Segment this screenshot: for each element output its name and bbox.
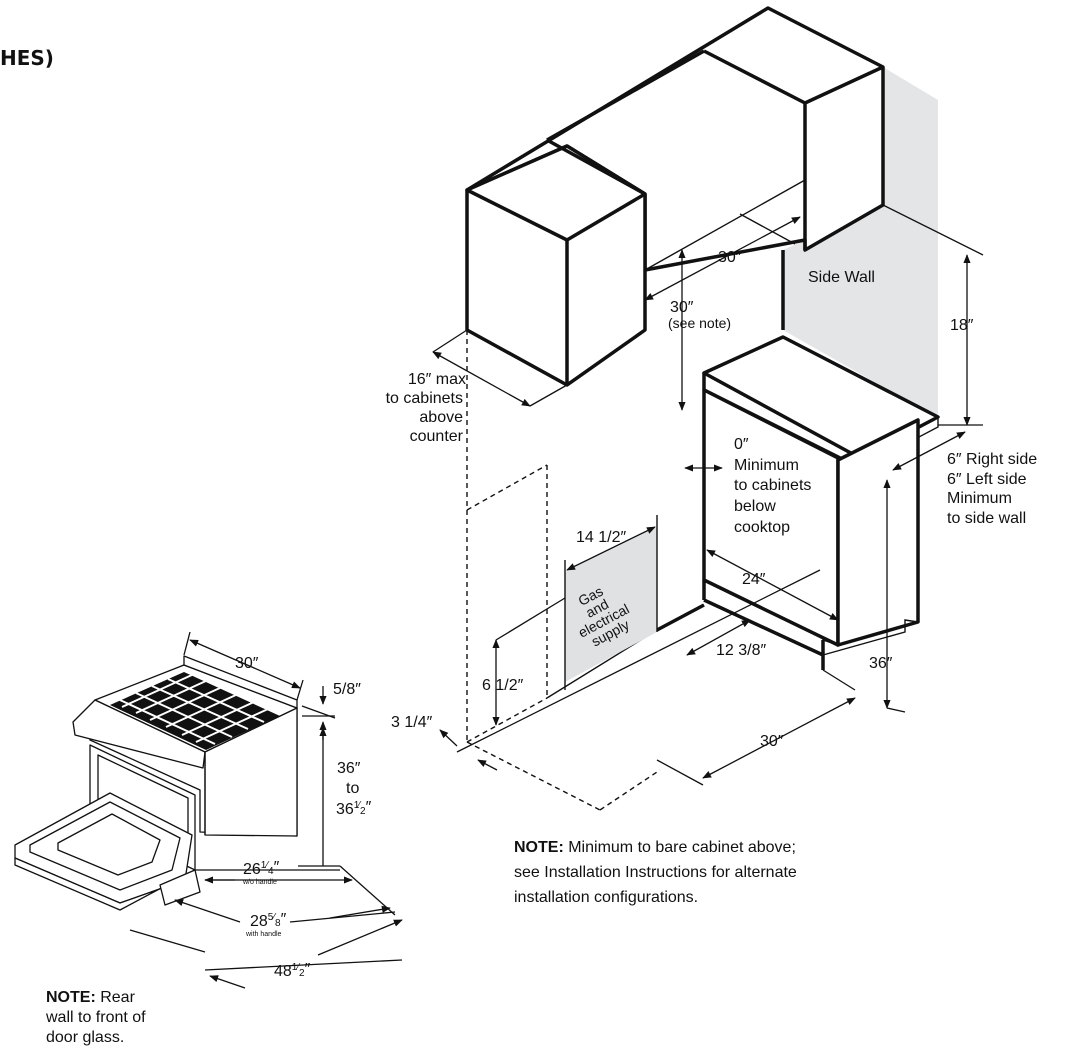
- svg-text:to side wall: to side wall: [947, 510, 1026, 527]
- svg-text:above: above: [419, 409, 463, 426]
- cooktop-gap: 5/8″: [333, 681, 361, 698]
- dim-12-38: 12 3/8″: [716, 642, 766, 659]
- svg-text:16″ max: 16″ max: [408, 371, 466, 388]
- svg-text:w/o handle: w/o handle: [242, 879, 277, 886]
- range-note: NOTE: Rear wall to front of door glass.: [45, 989, 146, 1046]
- cooktop-grates: [110, 672, 280, 750]
- svg-text:to: to: [346, 780, 359, 797]
- svg-text:with handle: with handle: [245, 931, 282, 938]
- svg-text:below: below: [734, 498, 776, 515]
- dim-14-half: 14 1/2″: [576, 529, 626, 546]
- svg-text:0″: 0″: [734, 436, 749, 453]
- dim-30-clearance: 30″: [670, 299, 694, 316]
- svg-text:counter: counter: [410, 428, 464, 445]
- installation-drawing: Side Wall 30″ 30″ (see note) 18″ 16″ max…: [386, 6, 1037, 906]
- svg-text:Minimum: Minimum: [734, 457, 799, 474]
- upper-cabinets: [465, 6, 885, 387]
- svg-text:Minimum: Minimum: [947, 490, 1012, 507]
- dim-36: 36″: [869, 655, 893, 672]
- range-width: 30″: [235, 655, 259, 672]
- range-drawing: 30″ 5/8″ 36″ to 361⁄2″ 261⁄4″ w/o handle…: [14, 631, 403, 1046]
- see-note: (see note): [668, 315, 731, 331]
- depth-with-handle: 285⁄8″ with handle: [245, 911, 287, 938]
- depth-without-handle: 261⁄4″ w/o handle: [242, 859, 280, 886]
- svg-text:to cabinets: to cabinets: [386, 390, 463, 407]
- title-fragment: HES): [0, 46, 54, 70]
- svg-text:NOTE: Minimum to bare cabinet: NOTE: Minimum to bare cabinet above;: [514, 839, 796, 856]
- installation-note: NOTE: Minimum to bare cabinet above; see…: [514, 839, 797, 906]
- svg-text:6″ Left side: 6″ Left side: [947, 471, 1027, 488]
- side-wall-note: 6″ Right side 6″ Left side Minimum to si…: [947, 451, 1037, 527]
- range-height: 36″ to 361⁄2″: [336, 760, 372, 818]
- supply-zone-frame: [564, 515, 658, 690]
- cabinet-depth-note: 16″ max to cabinets above counter: [386, 371, 466, 445]
- svg-text:installation configurations.: installation configurations.: [514, 889, 698, 906]
- zero-clearance-note: 0″ Minimum to cabinets below cooktop: [734, 436, 811, 536]
- svg-text:285⁄8″: 285⁄8″: [250, 911, 287, 930]
- dim-24: 24″: [742, 571, 766, 588]
- svg-text:to cabinets: to cabinets: [734, 477, 811, 494]
- range-dimension-lines: [129, 631, 403, 989]
- svg-text:361⁄2″: 361⁄2″: [336, 799, 372, 818]
- depth-door-open: 481⁄2″: [274, 961, 311, 980]
- dim-30-upper: 30″: [718, 249, 742, 266]
- svg-text:door glass.: door glass.: [46, 1029, 124, 1046]
- dim-3-14: 3 1/4″: [391, 714, 433, 731]
- side-wall: [783, 67, 938, 418]
- svg-text:wall to front of: wall to front of: [45, 1009, 146, 1026]
- svg-text:481⁄2″: 481⁄2″: [274, 961, 311, 980]
- dim-30-lower: 30″: [760, 733, 784, 750]
- dim-6-half: 6 1/2″: [482, 677, 524, 694]
- svg-text:cooktop: cooktop: [734, 519, 790, 536]
- side-wall-label: Side Wall: [808, 269, 875, 286]
- svg-text:NOTE: Rear: NOTE: Rear: [46, 989, 136, 1006]
- dimension-lines: [432, 204, 984, 786]
- svg-text:6″ Right side: 6″ Right side: [947, 451, 1037, 468]
- svg-text:261⁄4″: 261⁄4″: [243, 859, 280, 878]
- svg-text:36″: 36″: [337, 760, 361, 777]
- svg-text:see Installation Instructions: see Installation Instructions for altern…: [514, 864, 797, 881]
- range-outline: [466, 330, 661, 811]
- dim-18: 18″: [950, 317, 974, 334]
